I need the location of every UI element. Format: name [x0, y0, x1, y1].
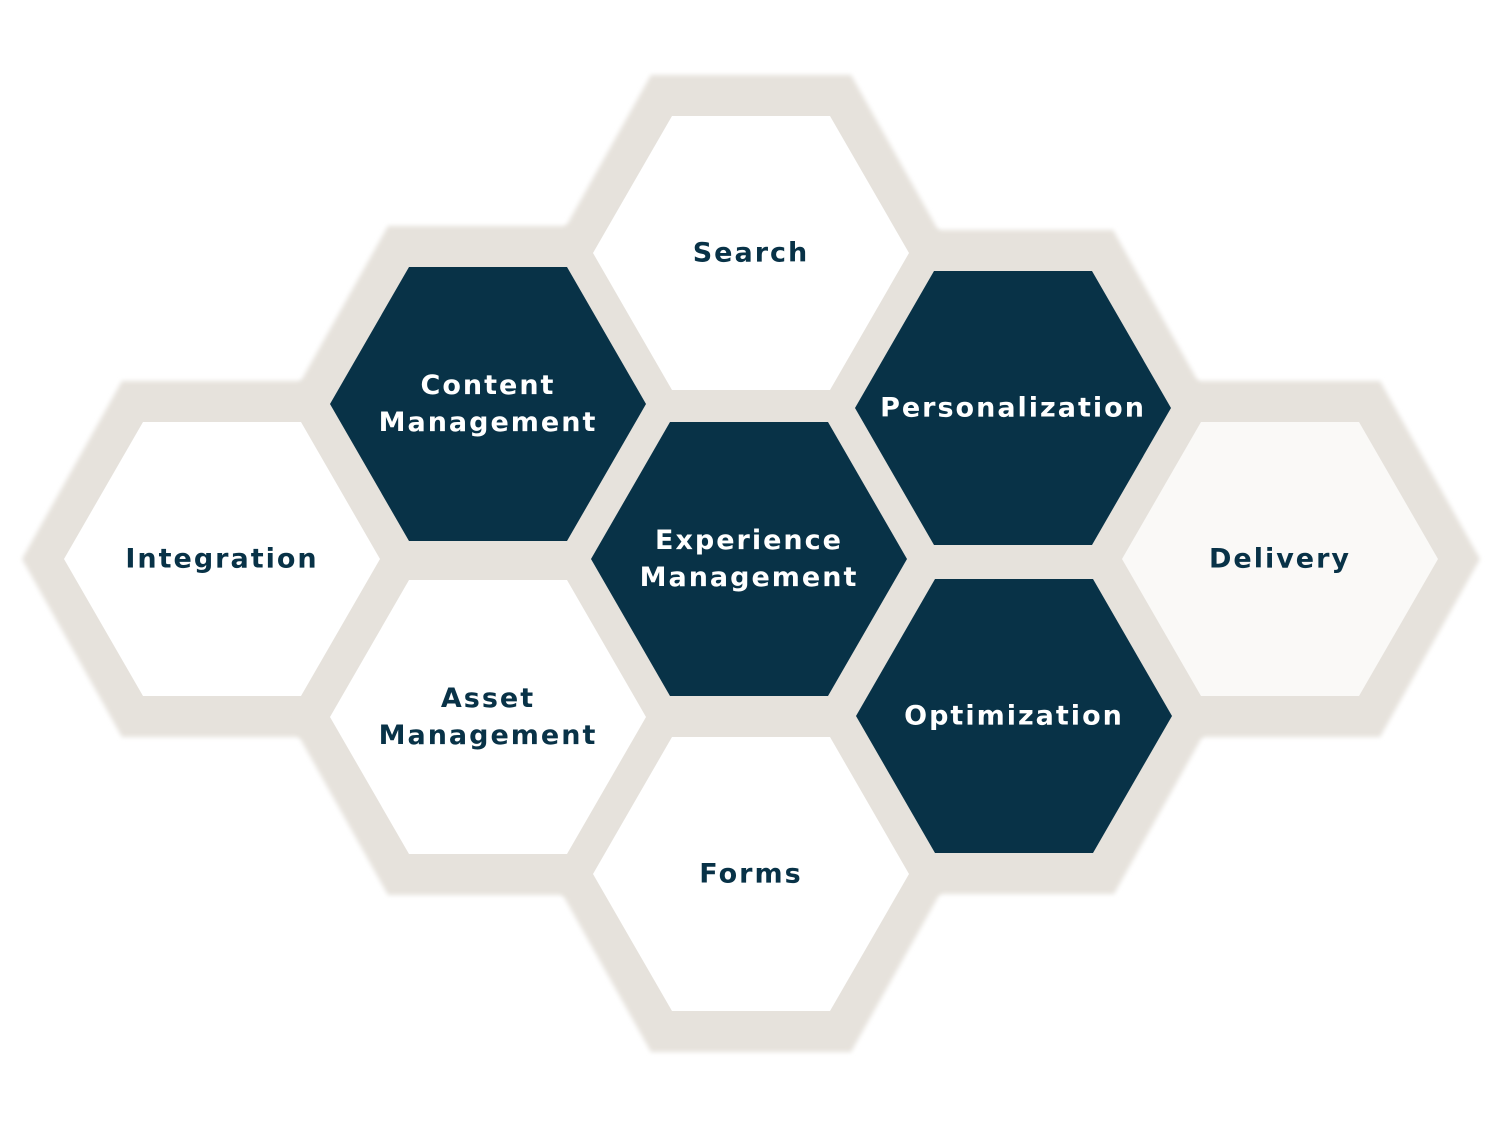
hexagon-optimization	[856, 579, 1172, 853]
hexagon-delivery	[1122, 422, 1438, 696]
hexagon-label-personalization: Personalization	[880, 393, 1146, 424]
hexagon-layer	[64, 116, 1438, 1011]
hexagon-forms	[593, 737, 909, 1011]
hexagon-asset-management	[330, 580, 646, 854]
hexagon-content-management	[330, 267, 646, 541]
hexagon-label-asset-management: Management	[379, 720, 598, 751]
hexagon-label-content-management: Content	[421, 370, 556, 401]
hexagon-label-experience-management: Management	[640, 562, 859, 593]
hexagon-personalization	[855, 271, 1171, 545]
hexagon-integration	[64, 422, 380, 696]
hexagon-label-experience-management: Experience	[655, 525, 843, 556]
hexagon-label-integration: Integration	[125, 544, 318, 575]
hexagon-label-optimization: Optimization	[904, 701, 1124, 732]
hexagon-search	[593, 116, 909, 390]
hexagon-label-delivery: Delivery	[1209, 544, 1351, 575]
hexagon-experience-management	[591, 422, 907, 696]
hexagon-label-search: Search	[693, 238, 810, 269]
hexagon-label-forms: Forms	[699, 859, 802, 890]
hexagon-label-content-management: Management	[379, 407, 598, 438]
hexagon-label-asset-management: Asset	[441, 683, 535, 714]
